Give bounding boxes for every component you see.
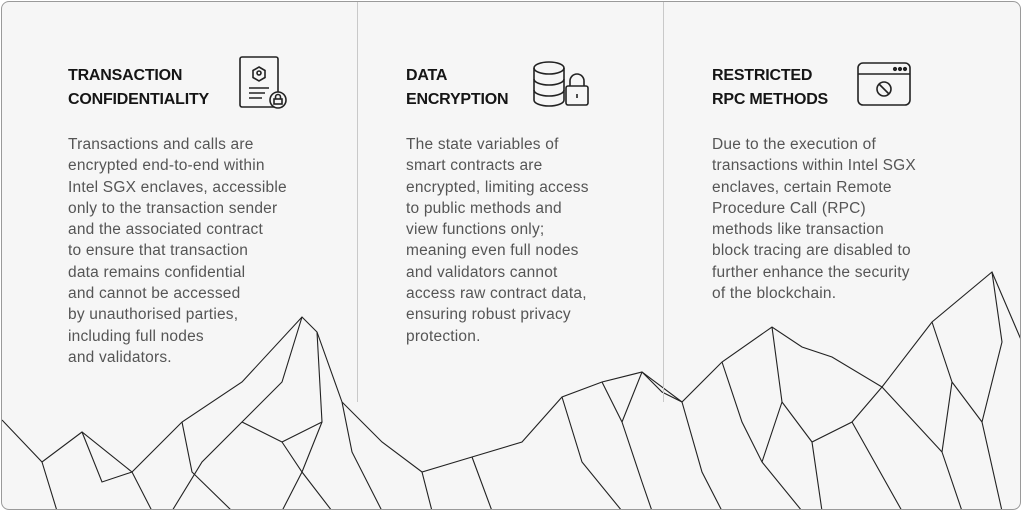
feature-data-encryption: DATA ENCRYPTION The state variables of s… [2, 2, 1020, 402]
column-divider [357, 2, 358, 402]
title-line: DATA [406, 67, 448, 84]
database-lock-icon [533, 61, 589, 107]
browser-blocked-icon [857, 62, 911, 106]
feature-description: Due to the execution of transactions wit… [712, 136, 916, 303]
feature-restricted-rpc: RESTRICTED RPC METHODS Due to the execut… [2, 2, 1020, 402]
column-divider [663, 2, 664, 402]
title-line: CONFIDENTIALITY [68, 91, 209, 108]
title-line: TRANSACTION [68, 67, 183, 84]
feature-description: The state variables of smart contracts a… [406, 136, 589, 345]
feature-title: DATA ENCRYPTION [406, 64, 509, 112]
title-line: ENCRYPTION [406, 91, 509, 108]
title-line: RPC METHODS [712, 91, 829, 108]
title-line: RESTRICTED [712, 67, 813, 84]
feature-description: Transactions and calls are encrypted end… [68, 136, 287, 366]
feature-title: TRANSACTION CONFIDENTIALITY [68, 64, 209, 112]
feature-title: RESTRICTED RPC METHODS [712, 64, 828, 112]
document-lock-icon [239, 56, 287, 109]
feature-transaction-confidentiality: TRANSACTION CONFIDENTIALITY Transactions… [2, 2, 1020, 402]
